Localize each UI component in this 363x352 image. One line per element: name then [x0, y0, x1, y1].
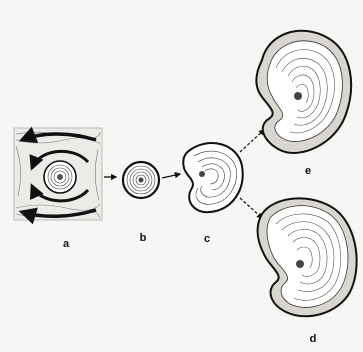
- panel-e-cross-section: [256, 31, 351, 153]
- arrow-c-to-e: [240, 130, 264, 152]
- label-e: e: [305, 165, 311, 177]
- label-b: b: [140, 232, 147, 244]
- label-c: c: [204, 233, 210, 245]
- panel-c-cross-section: [183, 143, 242, 212]
- panel-a-flow-illustration: [14, 128, 102, 220]
- arrow-b-to-c: [162, 174, 180, 178]
- label-d: d: [310, 333, 317, 345]
- panel-d-cross-section: [258, 198, 357, 316]
- stem-cross-section-a: [44, 161, 76, 193]
- arrow-c-to-d: [240, 198, 262, 218]
- label-a: a: [63, 238, 69, 250]
- panel-b-cross-section: [123, 162, 159, 198]
